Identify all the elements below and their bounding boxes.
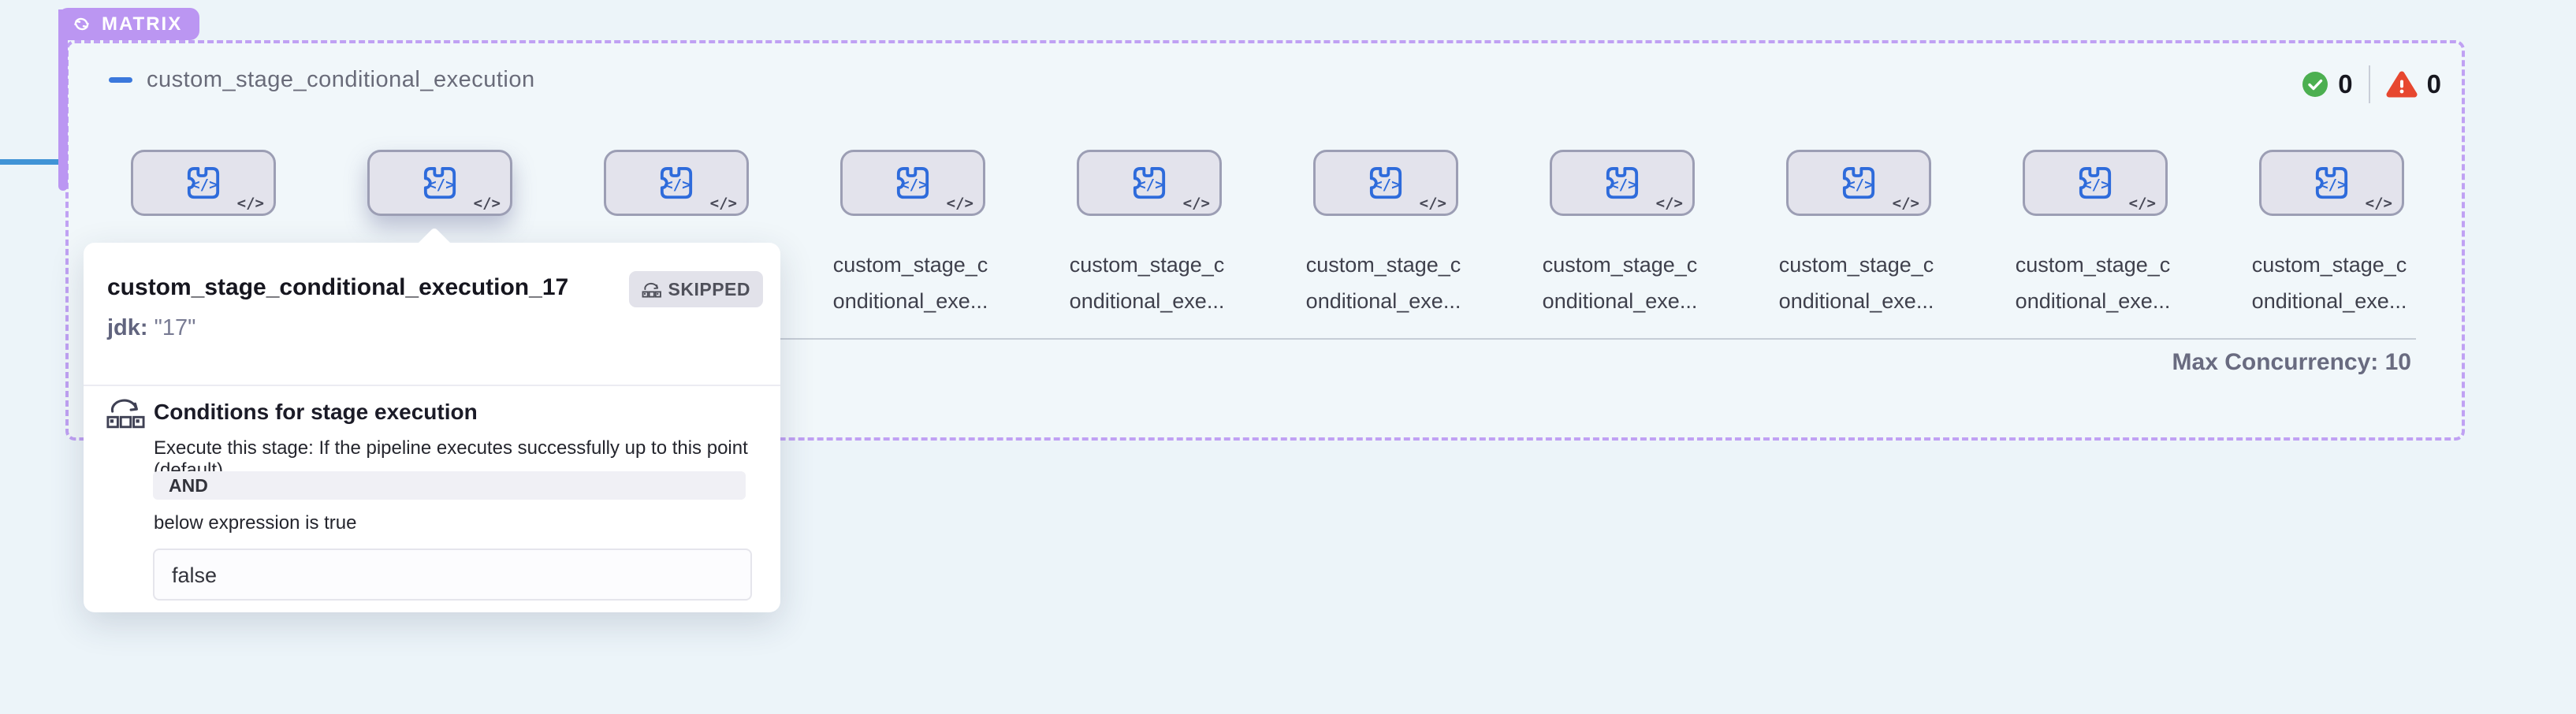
stage-card[interactable]: </> </> [131,150,276,216]
stage-card[interactable]: </> </> [604,150,749,216]
matrix-group-title: custom_stage_conditional_execution [147,67,535,92]
stage-card[interactable]: </> </> [2259,150,2404,216]
stage-card[interactable]: </> </> [1550,150,1695,216]
custom-stage-icon: </> [1552,152,1692,214]
code-icon: </> [1137,176,1164,194]
error-warning-icon [2386,71,2418,98]
stage-card[interactable]: </> </> [1313,150,1458,216]
stage-card[interactable]: </> </> [1786,150,1931,216]
collapse-minus-icon[interactable] [109,77,132,83]
counts-divider [2368,65,2370,103]
code-icon: </> [1610,176,1637,194]
skip-icon [642,282,661,298]
code-icon: </> [2128,195,2156,212]
code-icon: </> [2319,176,2347,194]
failed-count: 0 [2426,69,2441,99]
status-counts: 0 0 [2302,65,2441,103]
custom-stage-icon: </> [133,152,274,214]
code-icon: </> [1655,195,1683,212]
stage-details-popover: custom_stage_conditional_execution_17 SK… [84,226,780,612]
code-icon: </> [191,176,218,194]
expression-hint: below expression is true [154,512,357,534]
code-icon: </> [1892,195,1919,212]
custom-stage-icon: </> [1079,152,1219,214]
custom-stage-icon: </> [1789,152,1929,214]
matrix-badge-strip [58,9,68,191]
matrix-badge[interactable]: MATRIX [58,8,200,40]
conditional-execution-icon [106,399,145,429]
skipped-status-badge: SKIPPED [628,271,763,307]
code-icon: </> [1419,195,1446,212]
stage-card[interactable]: </> </> [840,150,985,216]
code-icon: </> [709,195,737,212]
code-icon: </> [2365,195,2392,212]
success-check-icon [2302,72,2328,97]
code-icon: </> [1182,195,1210,212]
custom-stage-icon: </> [1316,152,1456,214]
code-icon: </> [1373,176,1401,194]
code-icon: </> [946,195,973,212]
code-icon: </> [427,176,455,194]
jdk-key: jdk: [107,315,148,340]
stage-card[interactable]: </> </> [1077,150,1222,216]
expression-value-box: false [153,549,752,601]
loop-icon [74,17,89,31]
jdk-value: "17" [154,315,196,340]
pipeline-connector-line [0,159,63,165]
code-icon: </> [236,195,264,212]
code-icon: </> [664,176,691,194]
skipped-status-label: SKIPPED [668,278,750,299]
custom-stage-icon: </> [2261,152,2402,214]
custom-stage-icon: </> [606,152,746,214]
matrix-group-header: custom_stage_conditional_execution [109,67,535,93]
condition-operator-bar: AND [153,471,746,500]
code-icon: </> [900,176,928,194]
popover-stage-title: custom_stage_conditional_execution_17 [107,274,569,300]
success-count: 0 [2338,69,2353,99]
max-concurrency-label: Max Concurrency: 10 [2172,349,2411,375]
concurrency-divider [84,338,2416,340]
matrix-axis-value: jdk: "17" [107,315,195,341]
stage-card[interactable]: </> </> [367,150,512,216]
matrix-badge-label: MATRIX [102,13,183,35]
custom-stage-icon: </> [370,152,510,214]
code-icon: </> [2083,176,2110,194]
custom-stage-icon: </> [843,152,983,214]
custom-stage-icon: </> [2025,152,2165,214]
popover-divider [84,385,780,386]
code-icon: </> [473,195,501,212]
code-icon: </> [1846,176,1874,194]
stage-card[interactable]: </> </> [2023,150,2168,216]
conditions-section-title: Conditions for stage execution [154,400,478,424]
